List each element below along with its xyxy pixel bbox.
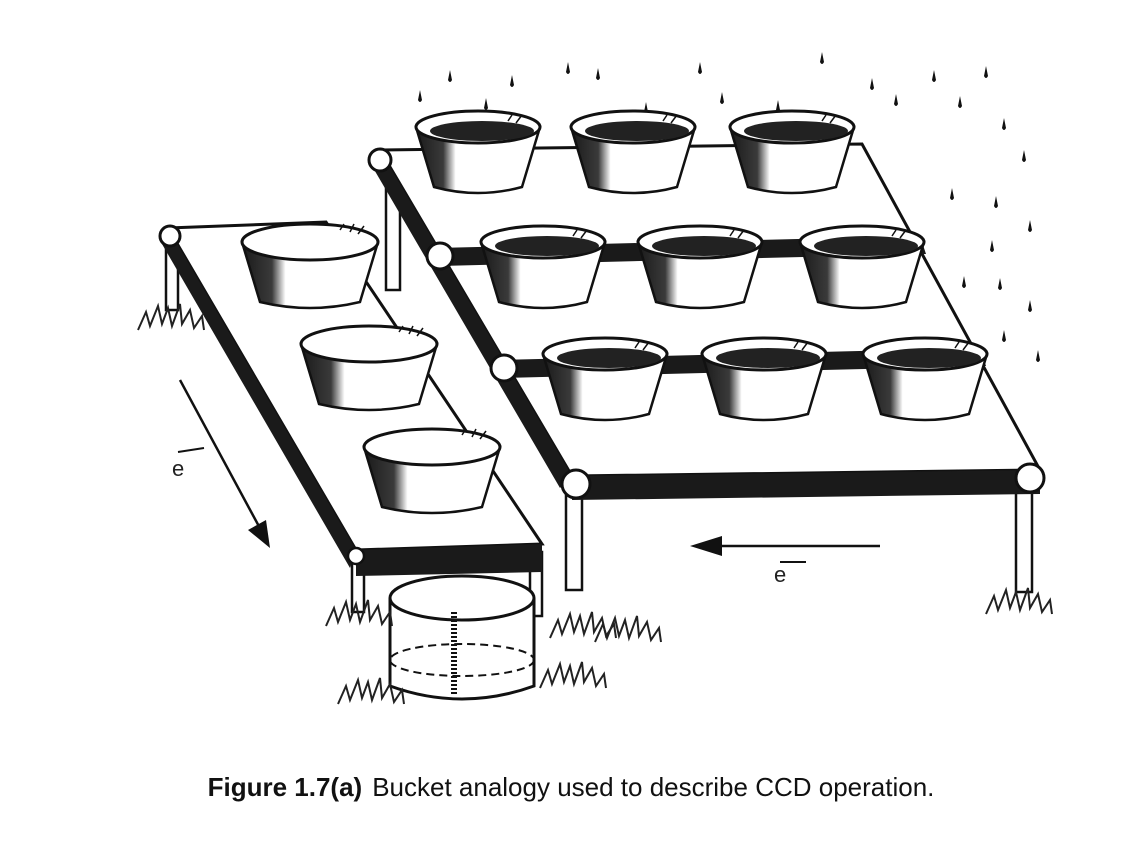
figure-caption: Figure 1.7(a) Bucket analogy used to desc… bbox=[0, 772, 1142, 803]
parallel-arrow: e bbox=[690, 536, 880, 587]
bottom-arrow-label: e bbox=[774, 562, 786, 587]
left-arrow-label: e bbox=[172, 456, 184, 481]
serial-arrow: e bbox=[172, 379, 270, 548]
measuring-cylinder bbox=[388, 574, 536, 701]
serial-conveyor bbox=[158, 220, 545, 618]
caption-number: Figure 1.7(a) bbox=[207, 772, 363, 802]
caption-text: Bucket analogy used to describe CCD oper… bbox=[372, 772, 935, 802]
